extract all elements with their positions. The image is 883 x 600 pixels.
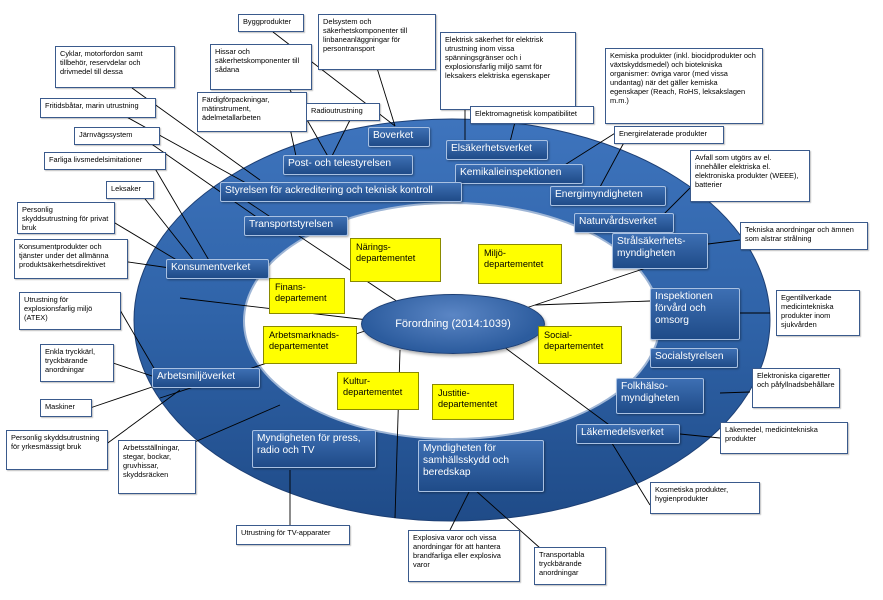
label-cyklar: Cyklar, motorfordon samt tillbehör, rese…	[55, 46, 175, 88]
label-fardigforpackningar: Färdigförpackningar, mätinstrument, ädel…	[197, 92, 307, 132]
agency-msb-label: Myndigheten för samhällsskydd och bereds…	[423, 443, 510, 479]
label-tryckkarl: Enkla tryckkärl, tryckbärande anordninga…	[40, 344, 114, 382]
agency-stralsakerhet-label: Strålsäkerhets- myndigheten	[617, 236, 686, 260]
label-transportabla: Transportabla tryckbärande anordningar	[534, 547, 606, 585]
dept-social-label: Social- departementet	[544, 330, 604, 352]
dept-justitie: Justitie- departementet	[432, 384, 514, 420]
label-atex: Utrustning för explosionsfarlig miljö (A…	[19, 292, 121, 330]
dept-miljo-label: Miljö- departementet	[484, 248, 544, 270]
agency-press-label: Myndigheten för press, radio och TV	[257, 433, 361, 457]
dept-social: Social- departementet	[538, 326, 622, 364]
agency-arbetsmiljoverket: Arbetsmiljöverket	[152, 368, 260, 388]
agency-folkhalsomyndigheten: Folkhälso- myndigheten	[616, 378, 704, 414]
dept-kultur: Kultur- departementet	[337, 372, 419, 410]
label-elektrisk-sakerhet: Elektrisk säkerhet för elektrisk utrustn…	[440, 32, 576, 110]
label-avfall: Avfall som utgörs av el. innehåller elek…	[690, 150, 810, 202]
dept-justitie-label: Justitie- departementet	[438, 388, 498, 410]
label-elektroniska-cigaretter: Elektroniska cigaretter och påfyllnadsbe…	[752, 368, 840, 408]
agency-folkhalso-label: Folkhälso- myndigheten	[621, 381, 680, 405]
label-personlig-privat: Personlig skyddsutrustning för privat br…	[17, 202, 115, 234]
agency-msb: Myndigheten för samhällsskydd och bereds…	[418, 440, 544, 492]
label-personlig-yrkes: Personlig skyddsutrustning för yrkesmäss…	[6, 430, 108, 470]
agency-boverket: Boverket	[368, 127, 430, 147]
label-jarnvagssystem: Järnvägssystem	[74, 127, 160, 145]
dept-arbetsmarknad-label: Arbetsmarknads- departementet	[269, 330, 339, 352]
label-tekniska-anordningar: Tekniska anordningar och ämnen som alstr…	[740, 222, 868, 250]
dept-kultur-label: Kultur- departementet	[343, 376, 403, 398]
dept-arbetsmarknad: Arbetsmarknads- departementet	[263, 326, 357, 364]
label-radioutrustning: Radioutrustning	[306, 103, 380, 121]
center-ordinance: Förordning (2014:1039)	[361, 294, 545, 354]
agency-press-radio-tv: Myndigheten för press, radio och TV	[252, 430, 376, 468]
agency-energimyndigheten: Energimyndigheten	[550, 186, 666, 206]
agency-elsakerhetsverket: Elsäkerhetsverket	[446, 140, 548, 160]
label-byggprodukter: Byggprodukter	[238, 14, 304, 32]
label-kemiska-produkter: Kemiska produkter (inkl. biocidprodukter…	[605, 48, 763, 124]
dept-finans-label: Finans- departement	[275, 282, 327, 304]
label-maskiner: Maskiner	[40, 399, 92, 417]
agency-stralsakerhetsmyndigheten: Strålsäkerhets- myndigheten	[612, 233, 708, 269]
label-lakemedel: Läkemedel, medicintekniska produkter	[720, 422, 848, 454]
label-explosiva-varor: Explosiva varor och vissa anordningar fö…	[408, 530, 520, 582]
agency-post-telestyrelsen: Post- och telestyrelsen	[283, 155, 413, 175]
label-elektromagnetisk: Elektromagnetisk kompatibilitet	[470, 106, 594, 124]
agency-ivo: Inspektionen förvård och omsorg	[650, 288, 740, 340]
agency-swedac: Styrelsen för ackreditering och teknisk …	[220, 182, 462, 202]
label-egentillverkade: Egentillverkade medicintekniska produkte…	[776, 290, 860, 336]
label-leksaker: Leksaker	[106, 181, 154, 199]
agency-naturvardsverket: Naturvårdsverket	[574, 213, 674, 233]
label-tv-apparater: Utrustning för TV-apparater	[236, 525, 350, 545]
label-konsumentprodukter: Konsumentprodukter och tjänster under de…	[14, 239, 128, 279]
label-fritidsbatar: Fritidsbåtar, marin utrustning	[40, 98, 156, 118]
agency-transportstyrelsen: Transportstyrelsen	[244, 216, 348, 236]
agency-kemikalieinspektionen: Kemikalieinspektionen	[455, 164, 583, 184]
dept-miljo: Miljö- departementet	[478, 244, 562, 284]
dept-narings: Närings- departementet	[350, 238, 441, 282]
label-kosmetiska: Kosmetiska produkter, hygienprodukter	[650, 482, 760, 514]
agency-socialstyrelsen: Socialstyrelsen	[650, 348, 738, 368]
label-delsystem: Delsystem och säkerhetskomponenter till …	[318, 14, 436, 70]
agency-ivo-label: Inspektionen förvård och omsorg	[655, 291, 713, 327]
label-arbetsstallningar: Arbetsställningar, stegar, bockar, gruvh…	[118, 440, 196, 494]
label-hissar: Hissar och säkerhetskomponenter till såd…	[210, 44, 312, 90]
label-farliga-livsmedelsimitationer: Farliga livsmedelsimitationer	[44, 152, 166, 170]
dept-narings-label: Närings- departementet	[356, 242, 416, 264]
label-energirelaterade: Energirelaterade produkter	[614, 126, 724, 144]
agency-lakemedelsverket: Läkemedelsverket	[576, 424, 680, 444]
agency-konsumentverket: Konsumentverket	[166, 259, 269, 279]
dept-finans: Finans- departement	[269, 278, 345, 314]
